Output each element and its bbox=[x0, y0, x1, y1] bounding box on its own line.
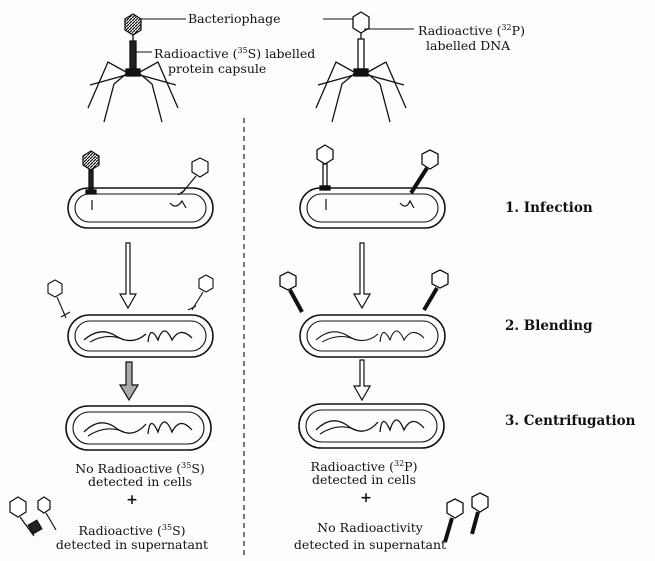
bacterium-right-infection bbox=[299, 187, 446, 229]
right-cells-result-line1: Radioactive (32P) bbox=[310, 459, 418, 474]
step-centrifugation: 3. Centrifugation bbox=[505, 413, 636, 429]
bacterium-left-centrifugation bbox=[65, 405, 212, 451]
left-plus: + bbox=[126, 492, 138, 508]
left-supernatant-result-line1: Radioactive (35S) bbox=[78, 523, 186, 538]
phage-blend-right-a bbox=[279, 271, 304, 313]
step-infection: 1. Infection bbox=[505, 200, 593, 216]
label-labelled-dna: labelled DNA bbox=[426, 38, 511, 53]
phage-top-left bbox=[87, 13, 179, 123]
phage-blend-right-b bbox=[422, 269, 449, 312]
step-blending: 2. Blending bbox=[505, 318, 593, 334]
right-cells-result-line2: detected in cells bbox=[311, 472, 417, 487]
label-p32-dna: Radioactive (32P) bbox=[418, 23, 525, 38]
arrow-right-1 bbox=[352, 242, 372, 310]
phage-blend-left-a bbox=[47, 279, 71, 319]
arrow-right-2 bbox=[352, 359, 372, 402]
left-cells-result-line2: detected in cells bbox=[87, 474, 193, 489]
phage-top-right bbox=[315, 11, 407, 123]
right-plus: + bbox=[360, 490, 372, 506]
phage-infecting-left bbox=[82, 150, 100, 195]
right-supernatant-result-line1: No Radioactivity bbox=[317, 520, 423, 535]
bacterium-right-centrifugation bbox=[298, 403, 445, 449]
arrow-left-1 bbox=[118, 242, 138, 310]
left-supernatant-result-line2: detected in supernatant bbox=[55, 537, 209, 552]
left-cells-result-line1: No Radioactive (35S) bbox=[75, 461, 205, 476]
label-bacteriophage: Bacteriophage bbox=[188, 11, 281, 26]
bacterium-left-infection bbox=[67, 187, 214, 229]
arrow-left-2 bbox=[118, 361, 140, 402]
phage-empty-right bbox=[409, 149, 439, 195]
phage-empty-left bbox=[177, 157, 209, 196]
bacterium-right-blending bbox=[299, 314, 446, 358]
right-supernatant-result-line2: detected in supernatant bbox=[293, 537, 447, 552]
bacterium-left-blending bbox=[67, 314, 214, 358]
label-leaders bbox=[136, 18, 414, 53]
phage-supernatant-left bbox=[9, 496, 57, 537]
phage-blend-left-b bbox=[187, 274, 214, 311]
label-protein-capsule: protein capsule bbox=[168, 61, 267, 76]
label-s35-capsule: Radioactive (35S) labelled bbox=[154, 46, 316, 61]
phage-supernatant-right bbox=[443, 492, 489, 543]
phage-infecting-right bbox=[316, 144, 334, 191]
